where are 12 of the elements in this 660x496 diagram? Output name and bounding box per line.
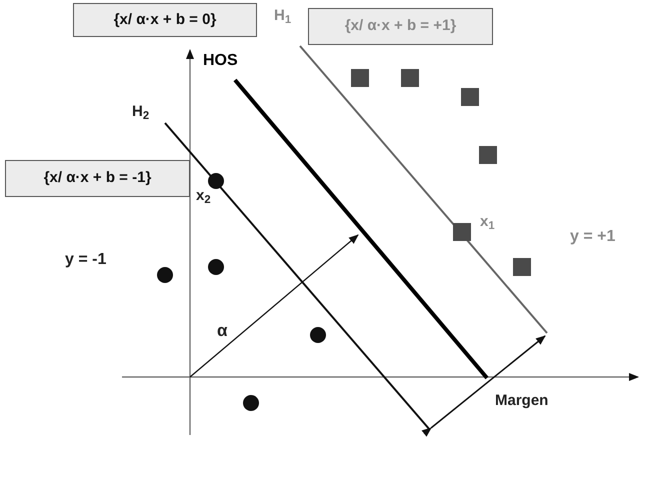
plot-label: HOS: [203, 53, 238, 69]
plot-label: Margen: [495, 393, 548, 408]
equation-box: {x/ α·x + b = +1}: [308, 8, 493, 45]
plot-label: y = -1: [65, 252, 106, 268]
plot-label: α: [217, 322, 228, 339]
plot-label: H$_{2}$: [132, 104, 150, 119]
equation-box: {x/ α·x + b = -1}: [5, 160, 190, 197]
plot-label: H$_{1}$: [274, 8, 292, 23]
plot-label: x$_{2}$: [196, 188, 211, 203]
equation-box: {x/ α·x + b = 0}: [73, 3, 257, 37]
plot-label: y = +1: [570, 229, 616, 245]
plot-label: x$_{1}$: [480, 214, 495, 229]
